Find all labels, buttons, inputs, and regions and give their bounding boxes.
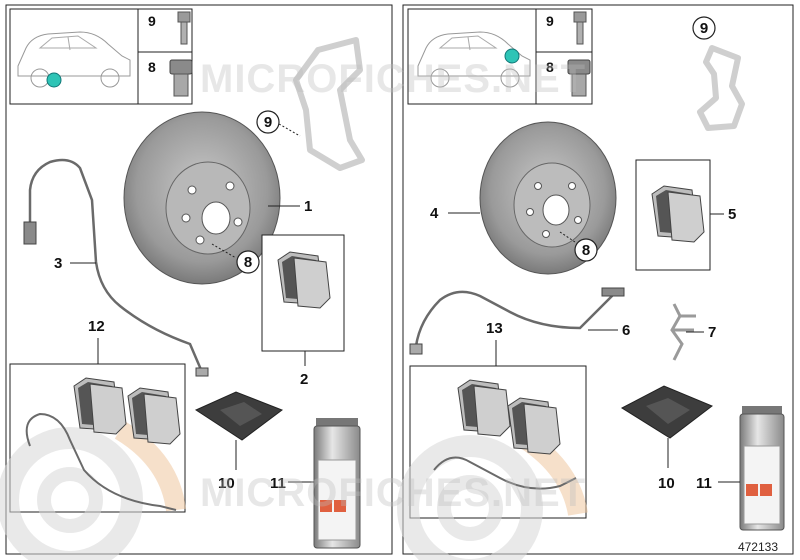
sensor-plug-icon bbox=[23, 221, 37, 245]
callout-7: 7 bbox=[708, 324, 716, 341]
diagram-id: 472133 bbox=[737, 540, 778, 554]
wear-sensor-icon bbox=[28, 158, 204, 373]
caliper-carrier-icon bbox=[697, 45, 745, 131]
plug-screw-icon bbox=[567, 59, 591, 97]
bolt-icon bbox=[177, 11, 191, 45]
callout-10: 10 bbox=[658, 475, 675, 492]
sensor-plug-icon bbox=[601, 287, 625, 297]
sensor-connector-icon bbox=[409, 343, 423, 355]
kit-box-13 bbox=[397, 365, 588, 560]
sensor-connector-icon bbox=[195, 367, 209, 377]
brake-disc-icon bbox=[479, 121, 617, 275]
caliper-carrier-icon bbox=[293, 37, 365, 171]
callout-12: 12 bbox=[88, 318, 105, 335]
callout-11: 11 bbox=[696, 475, 712, 492]
spray-can-icon: 11 bbox=[696, 406, 785, 531]
left-header-box: 9 8 bbox=[9, 8, 193, 105]
callout-9: 9 bbox=[700, 20, 708, 37]
callout-10: 10 bbox=[218, 475, 235, 492]
callout-6: 6 bbox=[622, 322, 630, 339]
callout-circle-8 bbox=[236, 250, 260, 274]
spring-clip-icon bbox=[670, 303, 696, 361]
callout-9: 9 bbox=[264, 114, 272, 131]
grease-packet-icon: 10 bbox=[620, 385, 713, 492]
watermark-top: MICROFICHES.NET bbox=[200, 57, 586, 101]
wear-sensor-icon bbox=[414, 290, 617, 347]
callout-8: 8 bbox=[244, 254, 252, 271]
header-label-9: 9 bbox=[546, 13, 554, 29]
header-label-9: 9 bbox=[148, 13, 156, 29]
position-marker-icon bbox=[46, 72, 62, 88]
watermark-bottom: MICROFICHES.NET bbox=[200, 471, 586, 515]
callout-1: 1 bbox=[304, 198, 312, 215]
plug-screw-icon bbox=[169, 59, 193, 97]
callout-circle-9 bbox=[256, 110, 280, 134]
pad-box-5: 5 bbox=[635, 159, 736, 271]
callout-5: 5 bbox=[728, 206, 736, 223]
brake-disc-icon bbox=[123, 111, 281, 285]
left-panel-frame bbox=[5, 4, 393, 555]
callout-2: 2 bbox=[300, 371, 308, 388]
right-panel-frame bbox=[402, 4, 794, 555]
callout-circle-9 bbox=[692, 16, 716, 40]
callout-4: 4 bbox=[430, 205, 439, 222]
pad-box-2: 2 bbox=[261, 234, 345, 388]
callout-circle-8 bbox=[574, 238, 598, 262]
callout-11: 11 bbox=[270, 475, 286, 492]
header-label-8: 8 bbox=[148, 59, 156, 75]
bolt-icon bbox=[573, 11, 587, 45]
kit-sensor-wire bbox=[25, 412, 177, 511]
position-marker-icon bbox=[504, 48, 520, 64]
callout-8: 8 bbox=[582, 242, 590, 259]
spray-can-icon: 11 bbox=[270, 418, 361, 549]
kit-box-12 bbox=[0, 363, 186, 560]
right-header-box: 9 8 bbox=[407, 8, 593, 105]
callout-13: 13 bbox=[486, 320, 503, 337]
grease-packet-icon: 10 bbox=[194, 391, 284, 492]
callout-3: 3 bbox=[54, 255, 62, 272]
header-label-8: 8 bbox=[546, 59, 554, 75]
kit-sensor-wire bbox=[433, 456, 577, 490]
